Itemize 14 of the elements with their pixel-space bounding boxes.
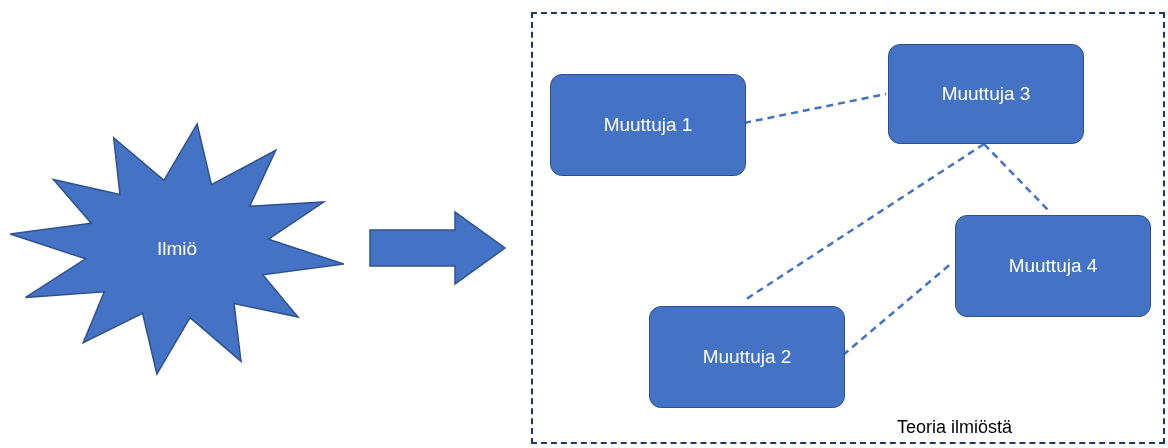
variable-box xyxy=(955,215,1151,317)
dashed-connector xyxy=(744,142,985,301)
variable-box xyxy=(888,44,1084,144)
variable-box xyxy=(649,306,845,408)
node-label: Muuttuja 4 xyxy=(1008,255,1098,277)
node-label: Muuttuja 1 xyxy=(603,114,693,136)
block-arrow xyxy=(369,210,507,286)
theory-frame xyxy=(531,12,1165,444)
frame-label: Teoria ilmiöstä xyxy=(897,417,1013,438)
dashed-connector xyxy=(983,143,1052,214)
node-label: Muuttuja 3 xyxy=(941,83,1031,105)
node-label: Muuttuja 2 xyxy=(702,346,792,368)
variable-box xyxy=(550,74,746,176)
node-label: Ilmiö xyxy=(156,238,198,260)
